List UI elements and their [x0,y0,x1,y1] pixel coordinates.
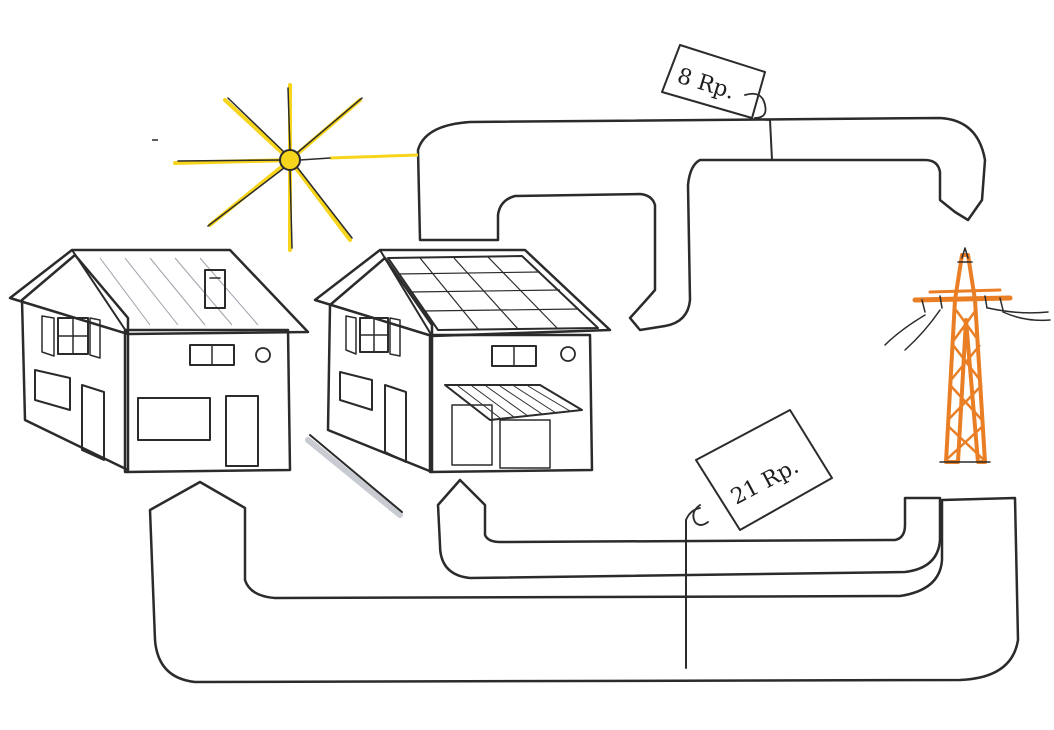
house-icon [8,248,310,474]
solar-feed-pipe [329,116,987,332]
price-tag-feed-in: 8 Rp. [661,44,771,121]
grid-purchase-pipe [436,478,942,580]
house-supply-pipe [148,480,1020,684]
solar-panel [387,255,599,331]
solar-house-icon [313,248,612,474]
power-pylon-icon [884,247,1051,464]
price-tag-purchase: 21 Rp. [685,409,833,531]
awning [444,384,583,421]
sun-icon [152,83,363,252]
